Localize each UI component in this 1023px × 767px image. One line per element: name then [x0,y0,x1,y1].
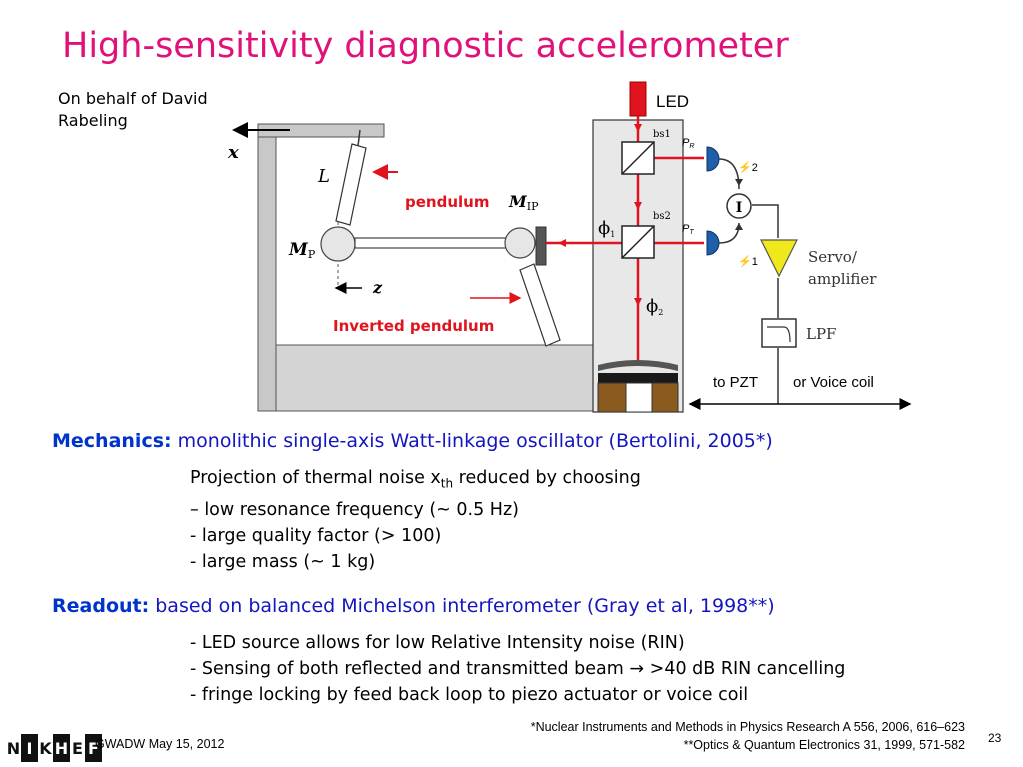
beam-splitter-2 [621,225,655,259]
lpf-block [761,318,797,348]
pendulum-label: pendulum [405,193,489,211]
bs1-label: bs1 [653,129,671,140]
current-meter-label: I [736,200,743,216]
L-label: L [317,166,330,187]
readout-text: based on balanced Michelson interferomet… [155,595,775,617]
beam-splitter-1 [621,141,655,175]
voice-coil-label: or Voice coil [793,374,874,391]
references: *Nuclear Instruments and Methods in Phys… [531,718,965,754]
lpf-label: LPF [806,325,836,343]
signal-wires [718,158,779,404]
reference-1: *Nuclear Instruments and Methods in Phys… [530,720,965,734]
amplifier-label: amplifier [808,270,877,288]
bs2-label: bs2 [653,211,671,222]
readout-line-3: - fringe locking by feed back loop to pi… [190,685,749,705]
page-number: 23 [988,731,1002,745]
beam [354,237,508,249]
nikhef-logo: N I K H E F [6,734,102,762]
mass-mp [320,226,356,262]
footer-date: GWADW May 15, 2012 [95,737,225,751]
mass-mip [504,227,536,259]
current-meter [726,193,752,219]
det1-label: ⚡1 [738,255,758,268]
led-label: LED [656,92,689,111]
to-pzt-label: to PZT [713,374,758,391]
photodetector-1 [706,230,720,256]
MP-label: MP [288,240,316,261]
readout-details: - LED source allows for low Relative Int… [190,630,845,708]
mechanics-line-3: - large quality factor (> 100) [190,525,442,546]
on-behalf-note: On behalf of David Rabeling [58,89,208,130]
z-label: z [372,278,383,297]
slide-title: High-sensitivity diagnostic acceleromete… [62,26,789,66]
mechanics-text: monolithic single-axis Watt-linkage osci… [177,430,773,452]
servo-label: Servo/ [808,248,858,266]
frame [257,123,595,412]
readout-line-1: - LED source allows for low Relative Int… [190,633,685,653]
inverted-pendulum-arm [519,263,561,347]
x-label: x [227,142,239,163]
phi2-label: ϕ2 [646,296,663,317]
mechanics-label: Mechanics: [52,430,172,452]
PT-label: PT [682,223,694,236]
pzt-left [597,382,627,413]
pzt-right [651,382,679,413]
mechanics-line-1: Projection of thermal noise xth reduced … [190,468,641,491]
servo-amplifier [760,239,798,278]
led-source [629,81,647,117]
readout-heading: Readout: based on balanced Michelson int… [52,595,775,617]
det2-label: ⚡2 [738,161,758,174]
right-arrow-icon: → [629,659,645,679]
mechanics-details: Projection of thermal noise xth reduced … [190,465,641,575]
mechanics-line-2: – low resonance frequency (~ 0.5 Hz) [190,499,519,520]
MIP-label: MIP [508,192,539,213]
inverted-pendulum-label: Inverted pendulum [333,317,494,335]
pzt-top [598,373,678,383]
reference-2: **Optics & Quantum Electronics 31, 1999,… [683,738,965,752]
photodetector-2 [706,146,720,172]
PR-label: PR [682,137,694,150]
test-mirror [535,226,547,266]
reference-mirror [598,360,678,371]
phi1-label: ϕ1 [598,218,615,239]
readout-label: Readout: [52,595,150,617]
mechanics-heading: Mechanics: monolithic single-axis Watt-l… [52,430,773,452]
pendulum-arm [335,129,367,226]
readout-line-2: - Sensing of both reflected and transmit… [190,659,846,679]
mechanics-line-4: - large mass (~ 1 kg) [190,551,376,572]
